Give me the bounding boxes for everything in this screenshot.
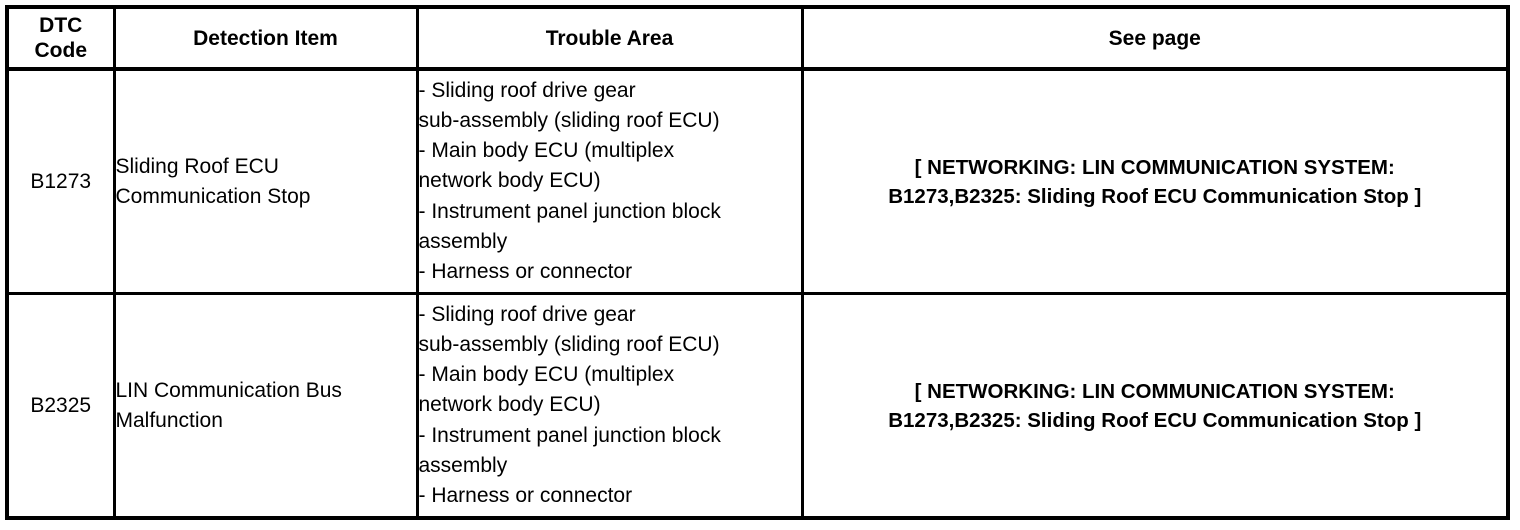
dtc-table-container: DTC Code Detection Item Trouble Area See…: [5, 5, 1510, 520]
table-row: B1273 Sliding Roof ECU Communication Sto…: [7, 69, 1508, 294]
cell-dtc-code: B1273: [7, 69, 116, 294]
cell-see-page: [ NETWORKING: LIN COMMUNICATION SYSTEM: …: [802, 292, 1508, 518]
cell-see-page: [ NETWORKING: LIN COMMUNICATION SYSTEM: …: [802, 69, 1508, 294]
column-header-detection-item: Detection Item: [114, 7, 419, 71]
cell-detection-item: LIN Communication Bus Malfunction: [114, 292, 419, 518]
column-header-dtc-code: DTC Code: [7, 7, 116, 71]
trouble-area-list: - Sliding roof drive gear sub-assembly (…: [418, 78, 721, 283]
trouble-area-list: - Sliding roof drive gear sub-assembly (…: [418, 302, 721, 507]
cell-dtc-code: B2325: [7, 292, 116, 518]
column-header-see-page: See page: [802, 7, 1508, 71]
header-row: DTC Code Detection Item Trouble Area See…: [7, 7, 1508, 71]
see-page-reference[interactable]: [ NETWORKING: LIN COMMUNICATION SYSTEM: …: [888, 155, 1422, 208]
table-body: B1273 Sliding Roof ECU Communication Sto…: [7, 69, 1508, 518]
table-row: B2325 LIN Communication Bus Malfunction …: [7, 292, 1508, 518]
cell-trouble-area: - Sliding roof drive gear sub-assembly (…: [417, 69, 804, 294]
column-header-trouble-area: Trouble Area: [417, 7, 804, 71]
dtc-diagnostic-trouble-code-table: DTC Code Detection Item Trouble Area See…: [5, 5, 1510, 520]
cell-detection-item: Sliding Roof ECU Communication Stop: [114, 69, 419, 294]
cell-trouble-area: - Sliding roof drive gear sub-assembly (…: [417, 292, 804, 518]
table-header: DTC Code Detection Item Trouble Area See…: [7, 7, 1508, 71]
see-page-reference[interactable]: [ NETWORKING: LIN COMMUNICATION SYSTEM: …: [888, 379, 1422, 432]
